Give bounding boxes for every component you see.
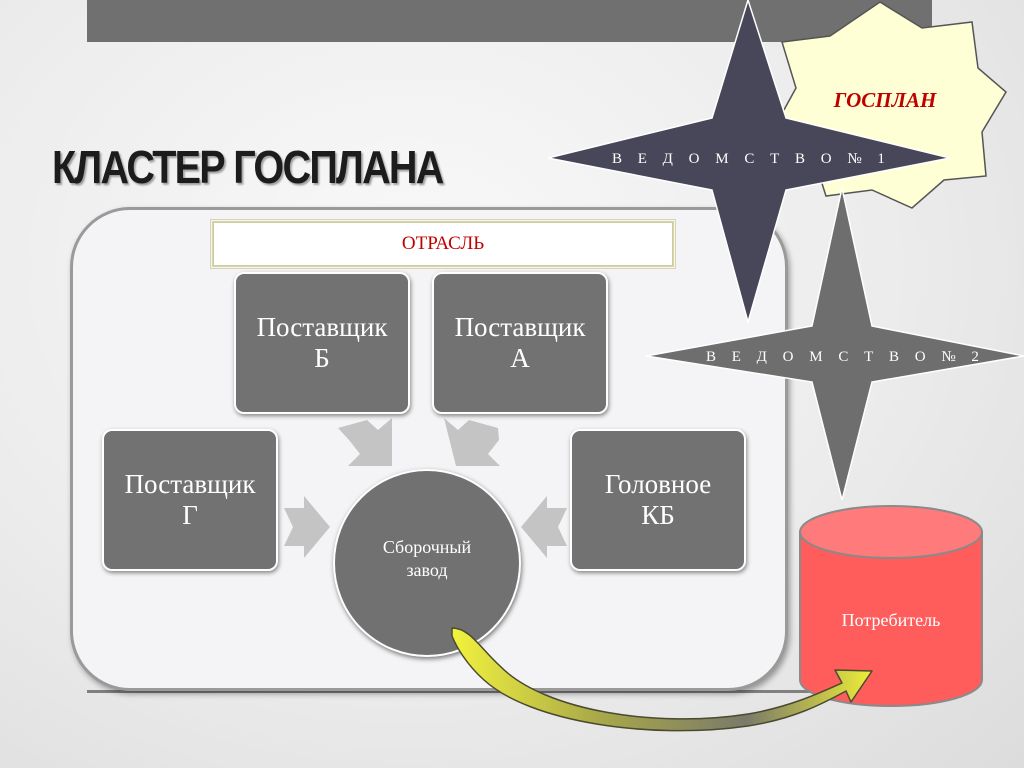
arrow-from-supplier-b [338, 418, 392, 466]
head-kb-label: Головное КБ [604, 468, 712, 530]
arrow-from-supplier-a [444, 418, 500, 466]
consumer-label: Потребитель [841, 610, 941, 630]
bottom-line [87, 690, 847, 693]
flow-arrow [451, 627, 873, 732]
ministry-2-label: В Е Д О М С Т В О № 2 [706, 349, 985, 365]
head-kb-node: Головное КБ [570, 429, 746, 571]
assembly-plant-label: Сборочный завод [382, 536, 472, 580]
gosplan-label: ГОСПЛАН [833, 88, 937, 112]
arrow-from-head-kb [521, 496, 567, 558]
supplier-a-node: Поставщик А [432, 272, 608, 414]
supplier-g-node: Поставщик Г [102, 429, 278, 571]
ministry-2-star [645, 187, 1024, 501]
supplier-a-label: Поставщик А [454, 311, 586, 373]
top-bar [87, 0, 932, 42]
supplier-b-label: Поставщик Б [256, 311, 388, 373]
supplier-g-label: Поставщик Г [124, 468, 256, 530]
assembly-plant-node: Сборочный завод [333, 469, 521, 657]
slide-title: КЛАСТЕР ГОСПЛАНА [52, 141, 444, 193]
ministry-1-label: В Е Д О М С Т В О № 1 [612, 151, 891, 167]
consumer-cylinder [799, 505, 983, 707]
ministry-1-star [547, 0, 951, 325]
arrow-from-supplier-g [284, 496, 330, 558]
supplier-b-node: Поставщик Б [234, 272, 410, 414]
industry-header: ОТРАСЛЬ [210, 219, 676, 269]
